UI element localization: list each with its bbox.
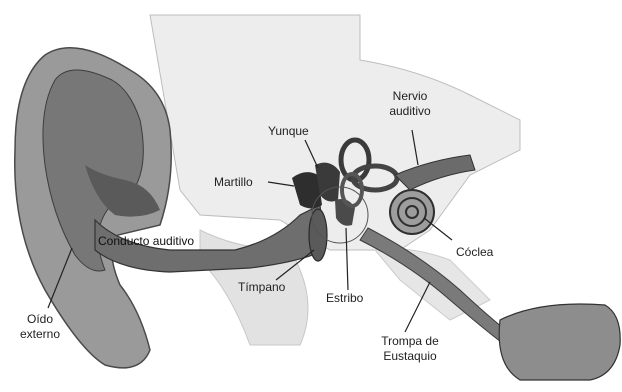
label-estribo: Estribo [326,291,363,306]
label-nervio-auditivo: Nervio auditivo [380,89,440,119]
skull-bone-region [150,15,520,250]
label-oido-externo: Oído externo [10,312,70,342]
nasopharynx-tissue [499,304,620,380]
label-trompa-eustaquio: Trompa de Eustaquio [374,334,446,364]
label-yunque: Yunque [268,124,309,139]
label-timpano: Tímpano [238,280,285,295]
label-coclea: Cóclea [456,245,493,260]
cochlea-outer [390,190,434,234]
label-conducto-auditivo: Conducto auditivo [98,234,194,249]
label-martillo: Martillo [214,175,253,190]
